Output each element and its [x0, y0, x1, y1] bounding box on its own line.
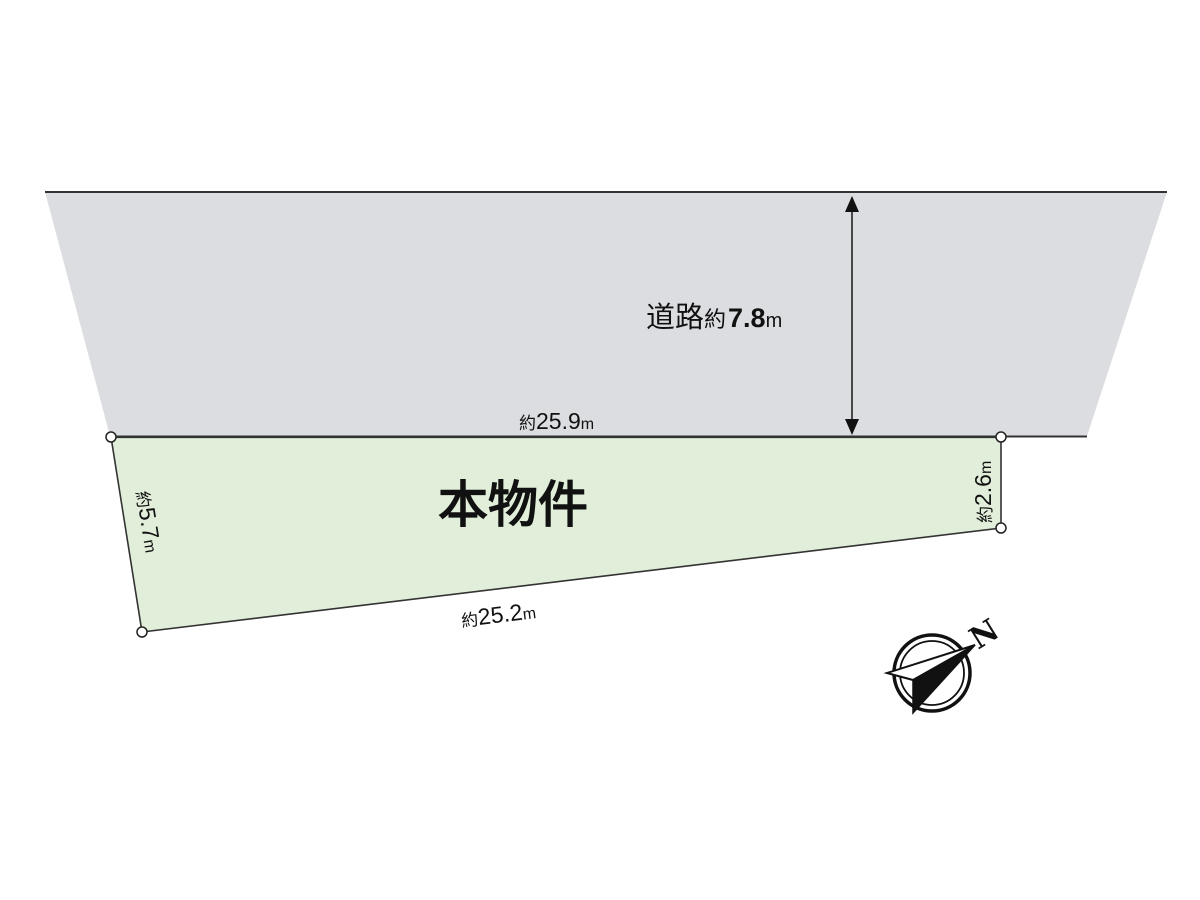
top-edge-length: 約25.9m	[519, 408, 594, 434]
north-arrow-icon: N	[883, 613, 1005, 715]
road: 道路約7.8m	[45, 191, 1167, 438]
left-edge-length: 約5.7m	[131, 489, 166, 555]
lot-vertex-marker	[995, 522, 1007, 534]
road-width-label: 道路約7.8m	[646, 300, 782, 334]
lot-vertex-marker	[995, 431, 1007, 443]
lot-vertex-marker	[105, 431, 117, 443]
lot-vertex-marker	[136, 626, 148, 638]
property-lot: 本物件 約25.9m 約5.7m 約2.6m 約25.2m	[105, 408, 1007, 638]
lot-label: 本物件	[438, 476, 588, 534]
bottom-edge-length: 約25.2m	[459, 597, 537, 632]
road-width-dimension-arrow	[845, 196, 859, 435]
right-edge-length: 約2.6m	[970, 461, 996, 523]
lot-area	[110, 436, 1002, 633]
road-area	[45, 192, 1167, 436]
